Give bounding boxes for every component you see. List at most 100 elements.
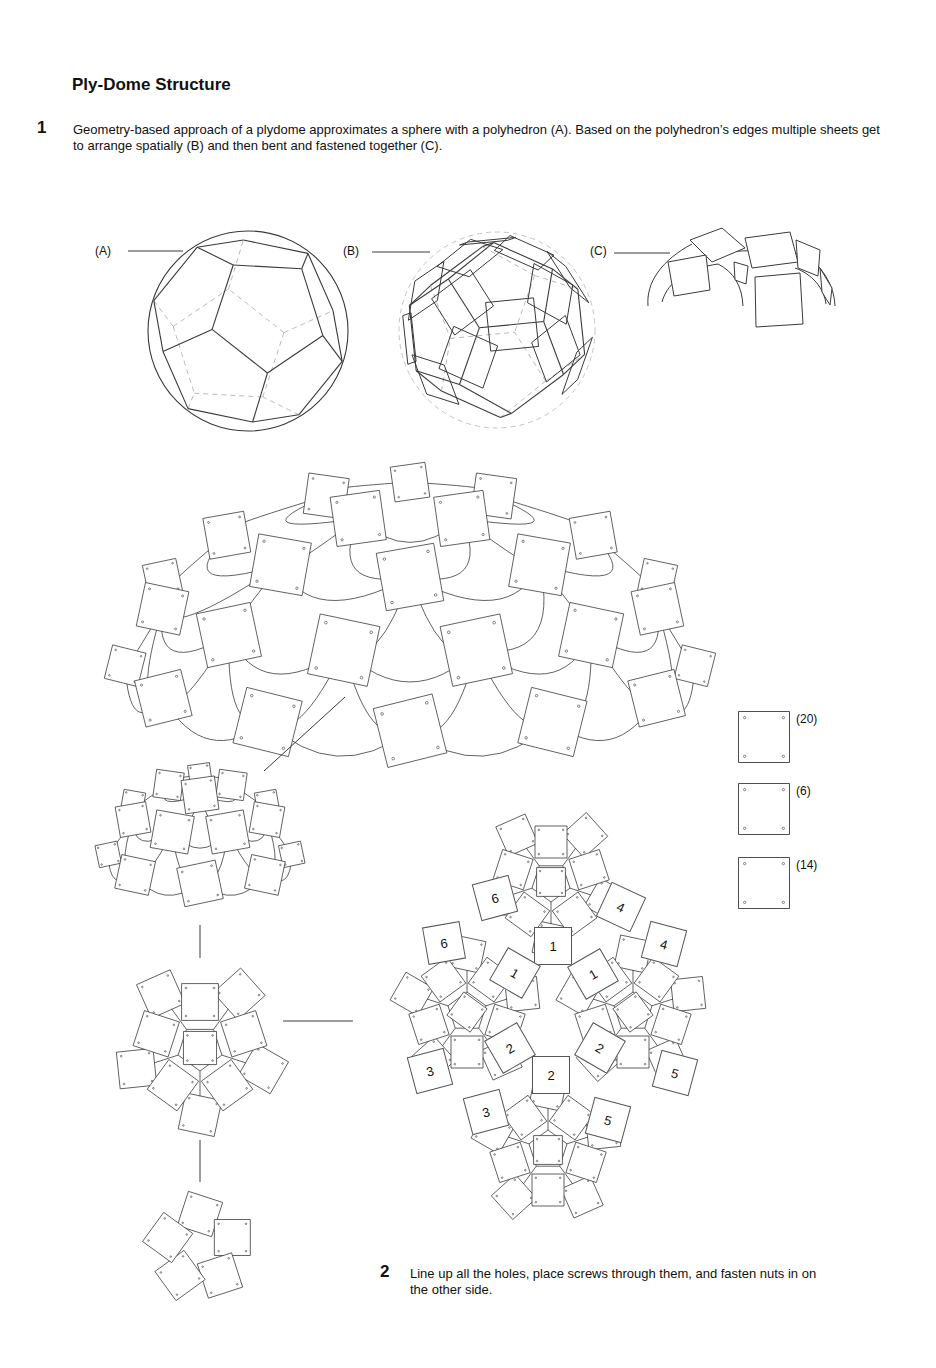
- screw-hole: [212, 1060, 214, 1062]
- screw-hole: [653, 962, 655, 964]
- hidden-edge: [482, 247, 534, 276]
- screw-hole: [252, 650, 254, 652]
- screw-hole: [114, 844, 116, 846]
- screw-hole: [256, 580, 258, 582]
- plywood-sheet: [150, 810, 194, 854]
- numbered-sheet: 5: [652, 1050, 699, 1097]
- screw-hole: [562, 547, 564, 549]
- screw-hole: [558, 1160, 560, 1162]
- screw-hole: [173, 1024, 175, 1026]
- polyhedron-edge: [302, 269, 323, 336]
- screw-hole: [413, 1016, 415, 1018]
- screw-hole: [167, 975, 169, 977]
- plywood-sheet: [249, 802, 285, 838]
- hidden-edge: [188, 393, 194, 408]
- polyhedron-edge: [409, 279, 448, 306]
- screw-hole: [293, 705, 296, 708]
- screw-hole: [392, 757, 395, 760]
- stage-line: [200, 1140, 201, 1182]
- screw-hole: [639, 982, 641, 984]
- callout-number: 1: [587, 967, 600, 982]
- pentagon-opening: [529, 1130, 567, 1166]
- screw-hole: [487, 962, 489, 964]
- screw-hole: [573, 1134, 575, 1136]
- plywood-sheet: [133, 1011, 179, 1057]
- screw-hole: [164, 1218, 166, 1220]
- leader-lines: [128, 251, 670, 253]
- hidden-edge: [535, 275, 578, 289]
- screw-hole: [579, 1016, 581, 1018]
- plywood-sheet: [245, 855, 286, 896]
- screw-hole: [160, 1272, 162, 1274]
- screw-hole: [477, 496, 479, 498]
- screw-hole: [281, 847, 283, 849]
- screw-hole: [684, 649, 686, 651]
- hidden-edge: [284, 311, 333, 333]
- hidden-edge: [515, 332, 546, 381]
- screw-hole: [539, 892, 541, 894]
- screw-hole: [669, 588, 671, 590]
- screw-hole: [447, 631, 450, 634]
- figure-label: (C): [590, 243, 607, 259]
- screw-hole: [678, 710, 680, 712]
- plywood-sheet: [440, 614, 512, 686]
- screw-hole: [97, 847, 99, 849]
- screw-hole: [500, 828, 502, 830]
- screw-hole: [469, 1026, 471, 1028]
- screw-hole: [252, 1015, 254, 1017]
- screw-hole: [341, 539, 343, 541]
- screw-hole: [138, 1042, 140, 1044]
- plywood-sheet: [135, 669, 193, 727]
- screw-hole: [710, 655, 712, 657]
- callout-number: 2: [504, 1041, 517, 1056]
- screw-hole: [276, 832, 278, 834]
- screw-hole: [583, 851, 585, 853]
- screw-hole: [312, 478, 314, 480]
- screw-hole: [223, 1104, 225, 1106]
- screw-hole: [185, 987, 187, 989]
- screw-hole: [240, 737, 243, 740]
- screw-hole: [424, 493, 426, 495]
- callout-number: 3: [425, 1064, 435, 1078]
- screw-hole: [249, 884, 251, 886]
- screw-hole: [237, 1013, 239, 1015]
- screw-hole: [245, 1223, 247, 1225]
- screw-hole: [535, 694, 538, 697]
- screw-hole: [254, 859, 256, 861]
- polyhedron-edge: [253, 373, 268, 422]
- screw-hole: [239, 973, 241, 975]
- plywood-sheet: [745, 232, 798, 268]
- screw-hole: [743, 901, 745, 903]
- plywood-sheet: [376, 543, 443, 610]
- screw-hole: [524, 897, 526, 899]
- plywood-sheet: [559, 602, 624, 667]
- screw-hole: [611, 547, 613, 549]
- screw-hole: [597, 1202, 599, 1204]
- plywood-sheet: [143, 1212, 193, 1262]
- screw-hole: [253, 828, 255, 830]
- screw-hole: [669, 675, 671, 677]
- screw-hole: [213, 1015, 215, 1017]
- screw-hole: [183, 848, 185, 850]
- plywood-sheet: [155, 1250, 205, 1300]
- screw-hole: [743, 827, 745, 829]
- screw-hole: [522, 540, 524, 542]
- screw-hole: [494, 1074, 496, 1076]
- screw-hole: [228, 1257, 230, 1259]
- screw-hole: [407, 977, 409, 979]
- screw-hole: [611, 962, 613, 964]
- screw-hole: [208, 522, 210, 524]
- screw-hole: [478, 1063, 480, 1065]
- sphere-outline: [148, 231, 348, 431]
- plywood-sheet: [206, 810, 250, 854]
- screw-hole: [482, 533, 484, 535]
- screw-hole: [140, 655, 142, 657]
- screw-hole: [246, 1087, 248, 1089]
- screw-hole: [176, 1294, 178, 1296]
- figure-label: (A): [95, 243, 111, 259]
- callout-number: 5: [670, 1066, 680, 1080]
- screw-hole: [527, 861, 529, 863]
- screw-hole: [592, 1145, 594, 1147]
- plywood-sheet: [451, 1036, 483, 1068]
- screw-hole: [575, 1212, 577, 1214]
